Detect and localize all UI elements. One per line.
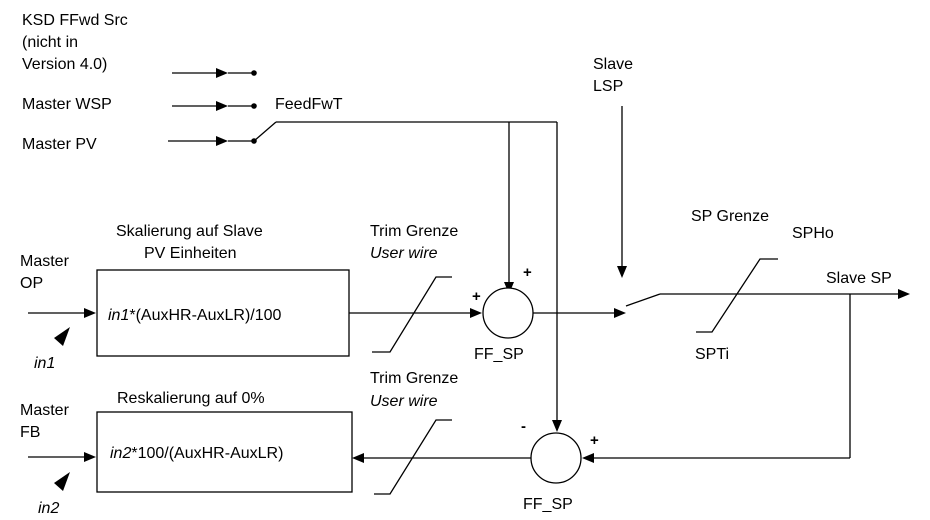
slave-sp-output-arrow [660,289,910,299]
sp-grenze-label: SP Grenze [691,208,769,225]
lower-summer [530,432,582,484]
upper-summer [482,287,534,339]
master-fb-input-arrow [28,452,96,462]
master-wsp-label: Master WSP [22,96,112,113]
source-selector-switch [168,68,277,146]
upper-summer-sign-left: + [472,288,481,305]
in2-pointer-icon [54,472,70,491]
master-fb-label-line2: FB [20,424,40,441]
upper-user-wire-label: User wire [370,245,438,262]
lower-trim-grenze-label: Trim Grenze [370,370,458,387]
master-fb-label-line1: Master [20,402,70,419]
upper-block-title-line2: PV Einheiten [144,245,237,262]
sp-limiter [696,258,778,333]
in1-tag: in1 [34,355,55,372]
master-op-label-line1: Master [20,253,70,270]
sp-low-label: SPTi [695,346,729,363]
upper-summer-output-arrow [533,308,626,318]
ksd-note-label: (nicht in [22,34,78,51]
master-op-label-line2: OP [20,275,43,292]
lower-user-wire-label: User wire [370,393,438,410]
upper-trim-limiter [372,276,452,353]
upper-formula: in1*(AuxHR-AuxLR)/100 [108,307,282,324]
lower-rescaling-block [96,411,353,493]
lower-summer-output-arrow [352,453,531,463]
lower-summer-label: FF_SP [523,496,573,513]
upper-scaling-block [96,269,350,357]
lower-trim-limiter [374,419,452,495]
sp-high-label: SPHo [792,225,834,242]
lower-summer-sign-right: + [590,432,599,449]
slave-sp-label: Slave SP [826,270,892,287]
lower-formula: in2*100/(AuxHR-AuxLR) [110,445,283,462]
slave-sp-feedback-line [582,294,851,463]
upper-block-title-line1: Skalierung auf Slave [116,223,263,240]
feedfwt-label: FeedFwT [275,96,343,113]
in1-pointer-icon [54,327,70,346]
lower-summer-sign-top: - [521,418,526,435]
in2-tag: in2 [38,500,59,517]
ksd-ffwd-src-label: KSD FFwd Src [22,12,128,29]
lower-block-title: Reskalierung auf 0% [117,390,265,407]
upper-block-output-arrow [349,308,482,318]
setpoint-switch-arm [625,293,661,307]
master-pv-label: Master PV [22,136,97,153]
slave-lsp-label-line1: Slave [593,56,633,73]
master-op-input-arrow [28,308,96,318]
upper-trim-grenze-label: Trim Grenze [370,223,458,240]
upper-summer-sign-top: + [523,264,532,281]
upper-summer-label: FF_SP [474,346,524,363]
slave-lsp-label-line2: LSP [593,78,623,95]
slave-lsp-arrow [617,106,627,278]
ksd-version-label: Version 4.0) [22,56,107,73]
